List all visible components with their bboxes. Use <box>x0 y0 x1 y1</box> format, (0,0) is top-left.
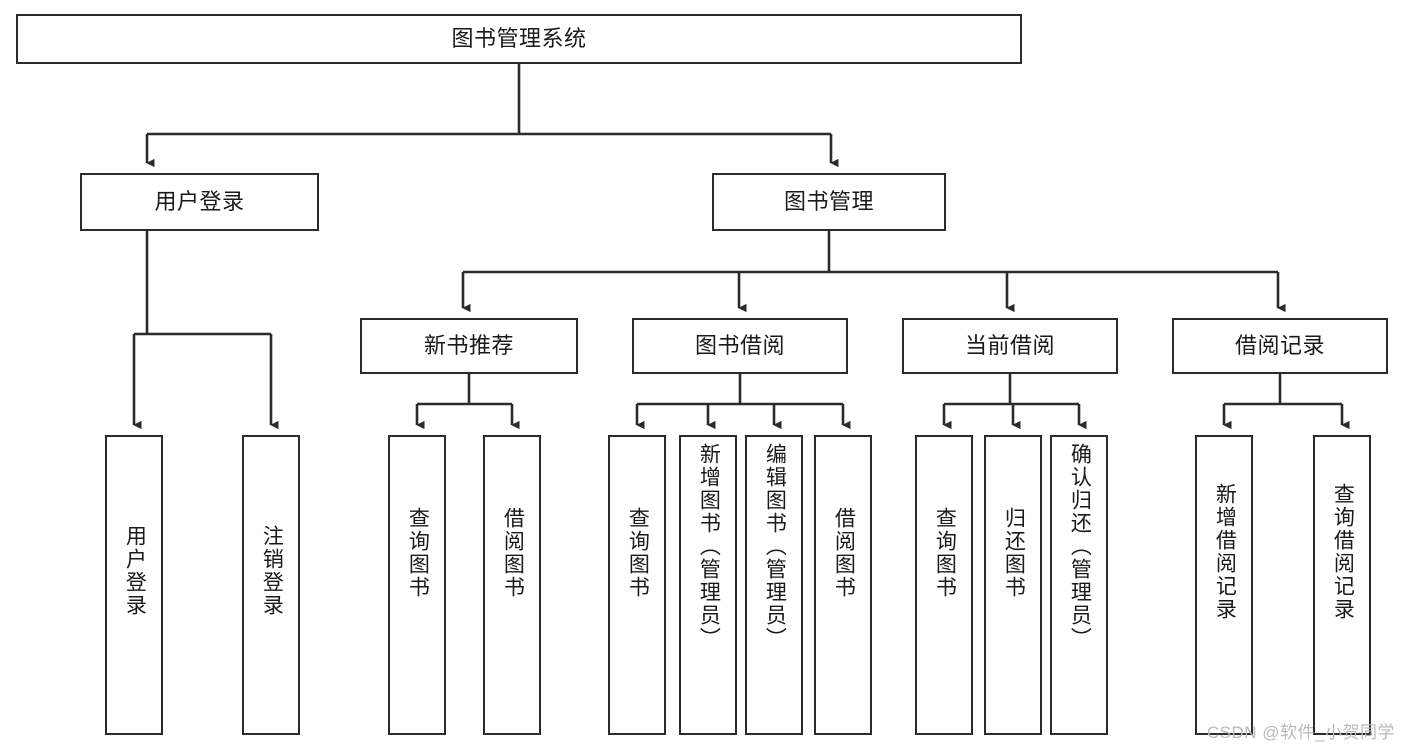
leaf-query-book-borrow[interactable]: 查询图书 <box>608 435 666 735</box>
node-label: 借阅图书 <box>501 507 525 599</box>
node-new-book-recommend[interactable]: 新书推荐 <box>360 318 578 374</box>
node-label: 图书管理 <box>783 189 874 215</box>
node-label: 当前借阅 <box>964 333 1055 359</box>
leaf-return-book[interactable]: 归还图书 <box>984 435 1042 735</box>
leaf-add-book-admin[interactable]: 新增图书（管理员） <box>679 435 737 735</box>
node-borrow-record[interactable]: 借阅记录 <box>1172 318 1388 374</box>
node-current-borrow[interactable]: 当前借阅 <box>902 318 1118 374</box>
leaf-user-logout[interactable]: 注销登录 <box>242 435 300 735</box>
leaf-query-borrow-record[interactable]: 查询借阅记录 <box>1313 435 1371 735</box>
watermark-text: CSDN @软件_小贺同学 <box>1206 723 1395 742</box>
node-label: 图书管理系统 <box>451 26 587 52</box>
leaf-borrow-book[interactable]: 借阅图书 <box>814 435 872 735</box>
node-book-management[interactable]: 图书管理 <box>712 173 946 231</box>
node-label: 借阅图书 <box>832 507 856 599</box>
node-root-system[interactable]: 图书管理系统 <box>16 14 1022 64</box>
node-label: 新增借阅记录 <box>1213 483 1237 621</box>
node-label: 新增图书（管理员） <box>697 443 721 650</box>
node-label: 用户登录 <box>154 189 245 215</box>
node-label: 查询借阅记录 <box>1331 483 1355 621</box>
leaf-query-book-recommend[interactable]: 查询图书 <box>388 435 446 735</box>
node-label: 借阅记录 <box>1234 333 1325 359</box>
leaf-borrow-book-recommend[interactable]: 借阅图书 <box>483 435 541 735</box>
node-label: 确认归还（管理员） <box>1068 443 1092 650</box>
leaf-edit-book-admin[interactable]: 编辑图书（管理员） <box>745 435 803 735</box>
node-label: 图书借阅 <box>694 333 785 359</box>
node-label: 查询图书 <box>406 507 430 599</box>
node-label: 用户登录 <box>123 525 147 617</box>
node-label: 归还图书 <box>1002 507 1026 599</box>
node-label: 新书推荐 <box>423 333 514 359</box>
node-label: 编辑图书（管理员） <box>763 443 787 650</box>
node-user-login[interactable]: 用户登录 <box>80 173 319 231</box>
node-label: 查询图书 <box>933 507 957 599</box>
leaf-add-borrow-record[interactable]: 新增借阅记录 <box>1195 435 1253 735</box>
leaf-confirm-return-admin[interactable]: 确认归还（管理员） <box>1050 435 1108 735</box>
node-book-borrow[interactable]: 图书借阅 <box>632 318 848 374</box>
leaf-query-book-current[interactable]: 查询图书 <box>915 435 973 735</box>
node-label: 注销登录 <box>260 525 284 617</box>
node-label: 查询图书 <box>626 507 650 599</box>
leaf-user-login[interactable]: 用户登录 <box>105 435 163 735</box>
